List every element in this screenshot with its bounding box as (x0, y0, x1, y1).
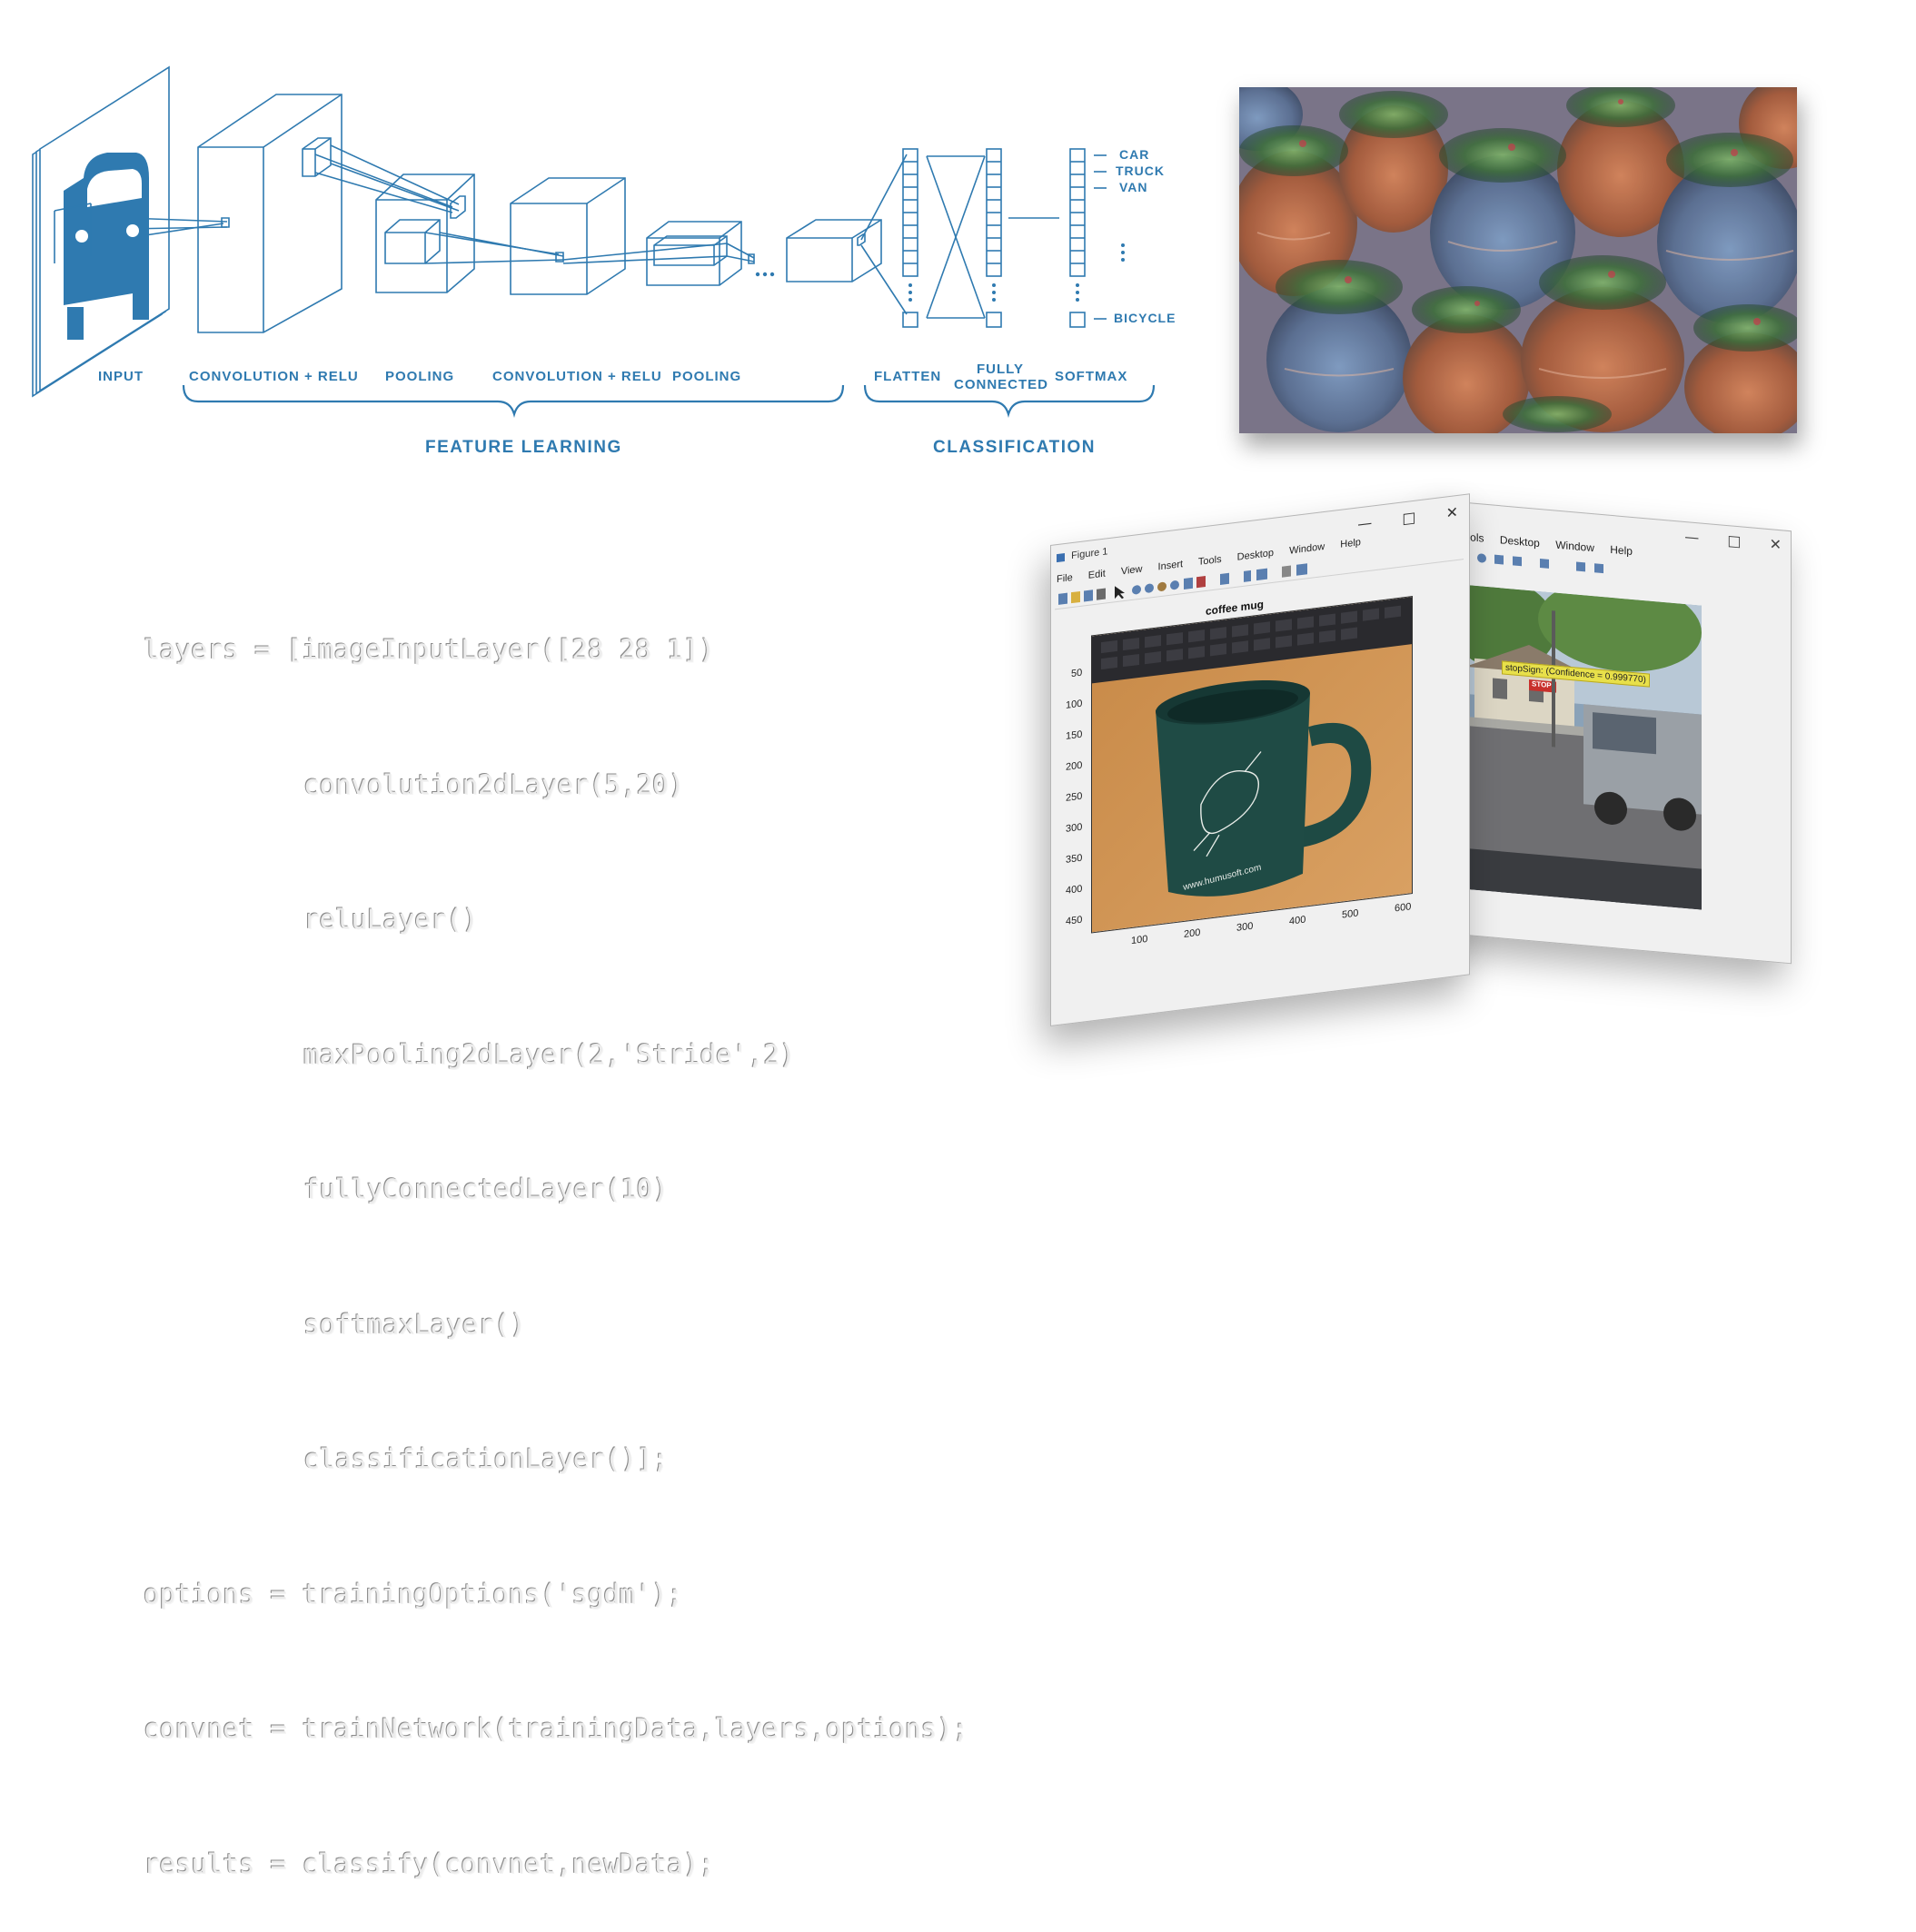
label-conv2: CONVOLUTION + RELU (492, 369, 662, 384)
final-volume-block (786, 219, 882, 282)
x-tick: 300 (1236, 920, 1254, 934)
conv1-block (197, 94, 342, 333)
fully-connected-column (986, 148, 1059, 328)
matlab-code-block: layers = [imageInputLayer([28 28 1]) con… (144, 538, 968, 1932)
figure1-title-bar: Figure 1 (1057, 546, 1107, 563)
figure-window-coffee-mug[interactable]: Figure 1 — □ ✕ File Edit View Insert Too… (1050, 493, 1470, 1026)
window-controls: — □ ✕ (1684, 528, 1782, 553)
feature-learning-brace (182, 384, 845, 418)
menu-tools[interactable]: Tools (1197, 553, 1222, 568)
code-line-1: layers = [imageInputLayer([28 28 1]) (144, 634, 715, 665)
y-tick: 300 (1066, 821, 1083, 835)
fc-connections (926, 155, 986, 319)
menu-insert[interactable]: Insert (1157, 559, 1184, 573)
menu-desktop[interactable]: Desktop (1236, 547, 1275, 563)
maximize-icon[interactable]: □ (1727, 531, 1742, 550)
menu-help[interactable]: Help (1340, 537, 1361, 550)
y-tick: 450 (1066, 914, 1083, 927)
code-line-4: maxPooling2dLayer(2,'Stride',2) (303, 1038, 796, 1070)
code-line-2: convolution2dLayer(5,20) (303, 768, 685, 800)
x-tick: 500 (1342, 907, 1359, 921)
minimize-icon[interactable]: — (1684, 527, 1700, 547)
matlab-figure-icon (1057, 552, 1065, 562)
label-classification: CLASSIFICATION (933, 438, 1096, 457)
code-line-8: options = trainingOptions('sgdm'); (144, 1578, 683, 1610)
code-line-3: reluLayer() (303, 904, 479, 935)
y-tick: 50 (1071, 667, 1083, 680)
window-controls: — □ ✕ (1357, 503, 1458, 533)
figure1-title: Figure 1 (1071, 546, 1108, 562)
layer-ellipsis (755, 272, 775, 277)
label-pool2: POOLING (672, 369, 742, 384)
label-input: INPUT (98, 369, 144, 384)
menu-file[interactable]: File (1057, 571, 1073, 586)
code-line-7: classificationLayer()]; (303, 1443, 669, 1474)
x-tick: 400 (1289, 914, 1306, 927)
label-softmax: SOFTMAX (1055, 369, 1128, 384)
label-connected: CONNECTED (954, 377, 1049, 392)
y-tick: 100 (1066, 698, 1083, 711)
y-tick: 350 (1066, 852, 1083, 866)
coffee-mug-image: www.humusoft.com (1091, 596, 1413, 934)
menu-desktop[interactable]: Desktop (1499, 533, 1540, 550)
pool2-block (646, 221, 755, 286)
deep-dream-flowerpots-image (1239, 87, 1797, 433)
label-flatten: FLATTEN (874, 369, 942, 384)
x-tick: 600 (1395, 901, 1412, 915)
maximize-icon[interactable]: □ (1402, 508, 1416, 528)
car-window-icon (75, 169, 142, 243)
label-conv1: CONVOLUTION + RELU (189, 369, 359, 384)
label-fully: FULLY (977, 362, 1024, 377)
close-icon[interactable]: ✕ (1445, 502, 1458, 522)
conv2-block (510, 177, 626, 295)
menu-help[interactable]: Help (1610, 542, 1633, 558)
x-tick: 100 (1131, 933, 1148, 947)
x-tick: 200 (1184, 926, 1201, 940)
stop-sign-label: STOP (1532, 679, 1552, 690)
y-tick: 150 (1066, 728, 1083, 742)
menu-window[interactable]: Window (1555, 538, 1594, 555)
class-car: CAR (1119, 147, 1150, 162)
code-line-9: convnet = trainNetwork(trainingData,laye… (144, 1713, 968, 1744)
flatten-column (902, 148, 918, 328)
softmax-column (1069, 148, 1107, 328)
minimize-icon[interactable]: — (1357, 513, 1373, 533)
classification-brace (863, 384, 1156, 418)
class-truck: TRUCK (1116, 163, 1165, 178)
y-tick: 400 (1066, 883, 1083, 897)
label-pool1: POOLING (385, 369, 455, 384)
y-tick: 250 (1066, 790, 1083, 804)
class-bicycle: BICYCLE (1114, 311, 1176, 325)
class-van: VAN (1119, 180, 1148, 194)
new-figure-icon (1058, 592, 1067, 605)
street-scene-image: STOP stopSign: (Confidence = 0.999770) (1465, 584, 1702, 910)
label-feature-learning: FEATURE LEARNING (425, 438, 622, 457)
menu-edit[interactable]: Edit (1087, 568, 1106, 581)
pool1-block (375, 173, 475, 293)
close-icon[interactable]: ✕ (1769, 535, 1782, 554)
y-tick: 200 (1066, 759, 1083, 773)
code-line-10: results = classify(convnet,newData); (144, 1848, 715, 1879)
figure1-toolbar (1055, 540, 1464, 610)
code-line-5: fullyConnectedLayer(10) (303, 1174, 669, 1204)
menu-view[interactable]: View (1120, 563, 1143, 578)
figure-window-stop-sign[interactable]: — □ ✕ t Tools Desktop Window Help (1435, 500, 1792, 965)
cnn-diagram (32, 65, 1156, 418)
code-line-6: softmaxLayer() (303, 1308, 526, 1340)
menu-window[interactable]: Window (1289, 540, 1325, 557)
